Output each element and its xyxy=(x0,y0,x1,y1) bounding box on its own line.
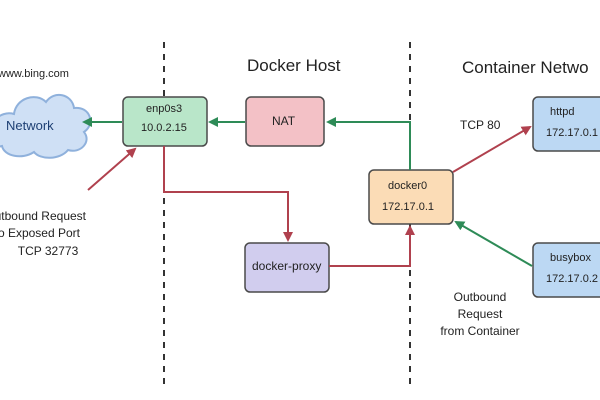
enp0s3-ip: 10.0.2.15 xyxy=(141,122,187,134)
container-network-title: Container Netwo xyxy=(462,58,589,77)
busybox-box xyxy=(532,242,600,298)
arrow-docker-proxy-to-docker0 xyxy=(329,225,415,267)
outbound-exposed-line1: utbound Request xyxy=(0,209,86,223)
red-flow-arrows xyxy=(87,125,532,267)
docker-proxy-box xyxy=(244,242,330,293)
docker-proxy-label: docker-proxy xyxy=(252,259,322,273)
outbound-container-line2: Request xyxy=(457,307,503,321)
busybox-ip: 172.17.0.2 xyxy=(546,273,598,285)
httpd-box xyxy=(532,96,600,152)
network-url: www.bing.com xyxy=(0,68,69,80)
arrow-docker0-to-nat xyxy=(326,117,411,170)
docker0-ip: 172.17.0.1 xyxy=(382,201,434,213)
arrow-busybox-to-docker0 xyxy=(454,220,533,267)
outbound-exposed-line2: o Exposed Port xyxy=(0,226,80,240)
nat-label: NAT xyxy=(272,114,296,128)
httpd-name: httpd xyxy=(550,106,575,118)
arrow-external-to-enp0s3 xyxy=(87,147,137,191)
nat-box xyxy=(245,96,325,147)
outbound-container-line1: Outbound xyxy=(453,290,507,304)
outbound-container-line3: from Container xyxy=(440,324,520,338)
arrow-docker0-to-httpd xyxy=(452,125,532,173)
green-flow-arrows xyxy=(82,117,533,267)
arrow-enp0s3-to-docker-proxy xyxy=(163,146,293,242)
network-label: Network xyxy=(6,118,54,133)
outbound-exposed-line3: TCP 32773 xyxy=(17,244,79,258)
docker-host-title: Docker Host xyxy=(247,56,341,75)
docker0-name: docker0 xyxy=(388,180,428,192)
tcp80-label: TCP 80 xyxy=(460,118,501,132)
enp0s3-name: enp0s3 xyxy=(146,103,183,115)
busybox-name: busybox xyxy=(550,252,591,264)
httpd-ip: 172.17.0.1 xyxy=(546,127,598,139)
docker0-box xyxy=(368,169,454,225)
network-cloud-icon xyxy=(0,93,92,159)
